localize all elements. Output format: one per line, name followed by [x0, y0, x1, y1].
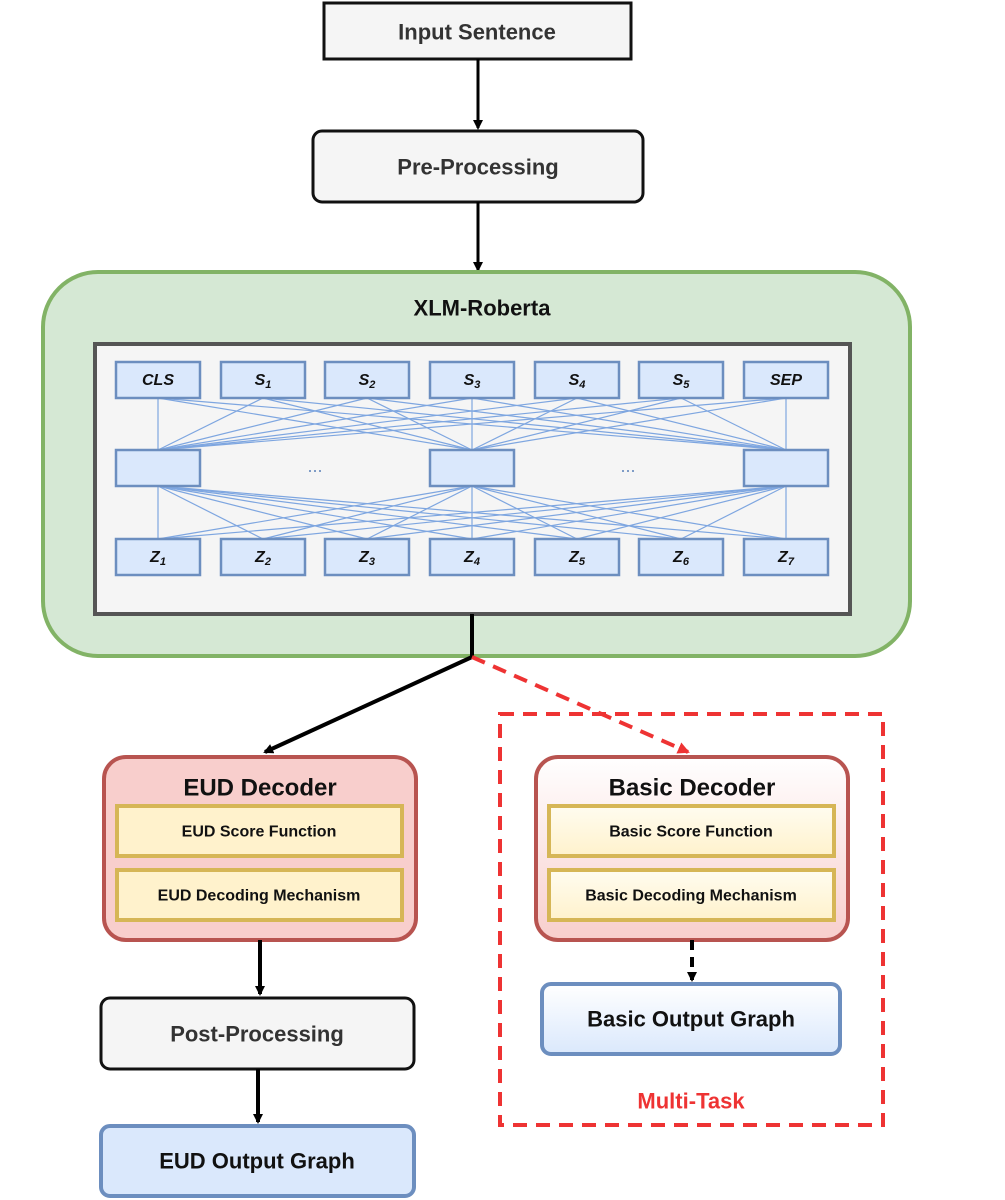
input-token-node: [428, 360, 516, 400]
input-token-node: [323, 360, 411, 400]
input-token-label: S3: [464, 372, 481, 392]
dashed-arrow-encoder-to-basic-decoder: [471, 655, 690, 754]
eud-score-function-box: [115, 804, 404, 858]
basic-decoding-mechanism-label: Basic Decoding Mechanism: [585, 888, 797, 905]
hidden-node: [742, 448, 830, 488]
output-token-node: [742, 537, 830, 577]
output-token-label: Z2: [254, 549, 271, 569]
output-token-label: Z6: [672, 549, 690, 569]
output-token-label: Z3: [358, 549, 375, 569]
input-sentence-box: Input Sentence: [322, 1, 633, 61]
eud-decoding-mechanism-label: EUD Decoding Mechanism: [158, 888, 361, 905]
hidden-ellipsis: ...: [307, 456, 322, 476]
output-token-node: [219, 537, 307, 577]
output-token-label: Z1: [149, 549, 166, 569]
token-nodes: CLS S1 S2 S3 S4 S5 SEP...... Z1 Z2 Z3 Z4 Z5 Z6 Z7: [114, 360, 830, 577]
hidden-node: [428, 448, 516, 488]
attention-edge: [157, 397, 368, 451]
attention-edge: [157, 397, 787, 451]
attention-edge: [471, 397, 578, 451]
output-token-label: Z7: [777, 549, 795, 569]
attention-edges: [157, 397, 787, 540]
eud-output-graph-box: EUD Output Graph: [99, 1124, 416, 1198]
output-token-node: [637, 537, 725, 577]
preprocessing-label: Pre-Processing: [397, 155, 558, 180]
hidden-node: [114, 448, 202, 488]
preprocessing-box: Pre-Processing: [311, 129, 645, 204]
input-token-label: S5: [673, 372, 691, 392]
output-token-node: [323, 537, 411, 577]
attention-edge: [157, 485, 787, 540]
basic-decoder-title: Basic Decoder: [609, 775, 776, 802]
input-sentence-label: Input Sentence: [398, 20, 556, 45]
attention-edge: [576, 397, 787, 451]
input-token-node: [533, 360, 621, 400]
attention-edge: [157, 397, 264, 451]
basic-score-function-label: Basic Score Function: [609, 824, 773, 841]
attention-edge: [157, 485, 264, 540]
multi-task-region: [498, 712, 885, 1127]
input-token-label: S1: [255, 372, 272, 392]
attention-edge: [157, 485, 368, 540]
attention-edge: [157, 485, 473, 540]
eud-decoder-title: EUD Decoder: [183, 775, 336, 802]
input-token-label: S4: [569, 372, 586, 392]
output-token-node: [533, 537, 621, 577]
attention-edge: [680, 397, 787, 451]
multi-task-label: Multi-Task: [637, 1089, 745, 1114]
eud-decoding-mechanism-box: [115, 868, 404, 922]
encoder-title: XLM-Roberta: [414, 296, 552, 321]
hidden-ellipsis: ...: [620, 456, 635, 476]
attention-edge: [157, 397, 578, 451]
input-token-label: S2: [359, 372, 376, 392]
output-token-node: [114, 537, 202, 577]
basic-output-graph-box: Basic Output Graph: [540, 982, 842, 1056]
xlm-roberta-encoder: XLM-Roberta CLS S1 S2 S3 S4 S5 SEP...... Z1 Z2 Z3…: [41, 270, 912, 658]
attention-edge: [157, 397, 682, 451]
basic-decoding-mechanism-box: [547, 868, 836, 922]
basic-decoder-box: Basic Decoder Basic Score Function Basic…: [534, 755, 850, 942]
input-token-label: SEP: [770, 372, 802, 389]
output-token-label: Z5: [568, 549, 586, 569]
input-token-node: [742, 360, 830, 400]
input-token-node: [219, 360, 307, 400]
eud-score-function-label: EUD Score Function: [182, 824, 337, 841]
eud-output-graph-label: EUD Output Graph: [159, 1149, 355, 1174]
attention-edge: [157, 397, 473, 451]
attention-edge: [576, 485, 787, 540]
output-token-label: Z4: [463, 549, 480, 569]
input-token-node: [114, 360, 202, 400]
attention-edge: [366, 485, 473, 540]
attention-edge: [471, 397, 682, 451]
attention-edge: [471, 397, 787, 451]
attention-edge: [262, 485, 787, 540]
input-token-node: [637, 360, 725, 400]
eud-decoder-box: EUD Decoder EUD Score Function EUD Decod…: [102, 755, 418, 942]
input-token-label: CLS: [142, 372, 174, 389]
basic-output-graph-label: Basic Output Graph: [587, 1007, 795, 1032]
basic-score-function-box: [547, 804, 836, 858]
output-token-node: [428, 537, 516, 577]
arrow-encoder-to-eud-decoder: [263, 655, 473, 754]
postprocessing-box: Post-Processing: [99, 996, 416, 1071]
attention-edge: [262, 485, 473, 540]
attention-edge: [471, 485, 787, 540]
attention-edge: [680, 485, 787, 540]
attention-edge: [366, 485, 787, 540]
postprocessing-label: Post-Processing: [170, 1022, 344, 1047]
